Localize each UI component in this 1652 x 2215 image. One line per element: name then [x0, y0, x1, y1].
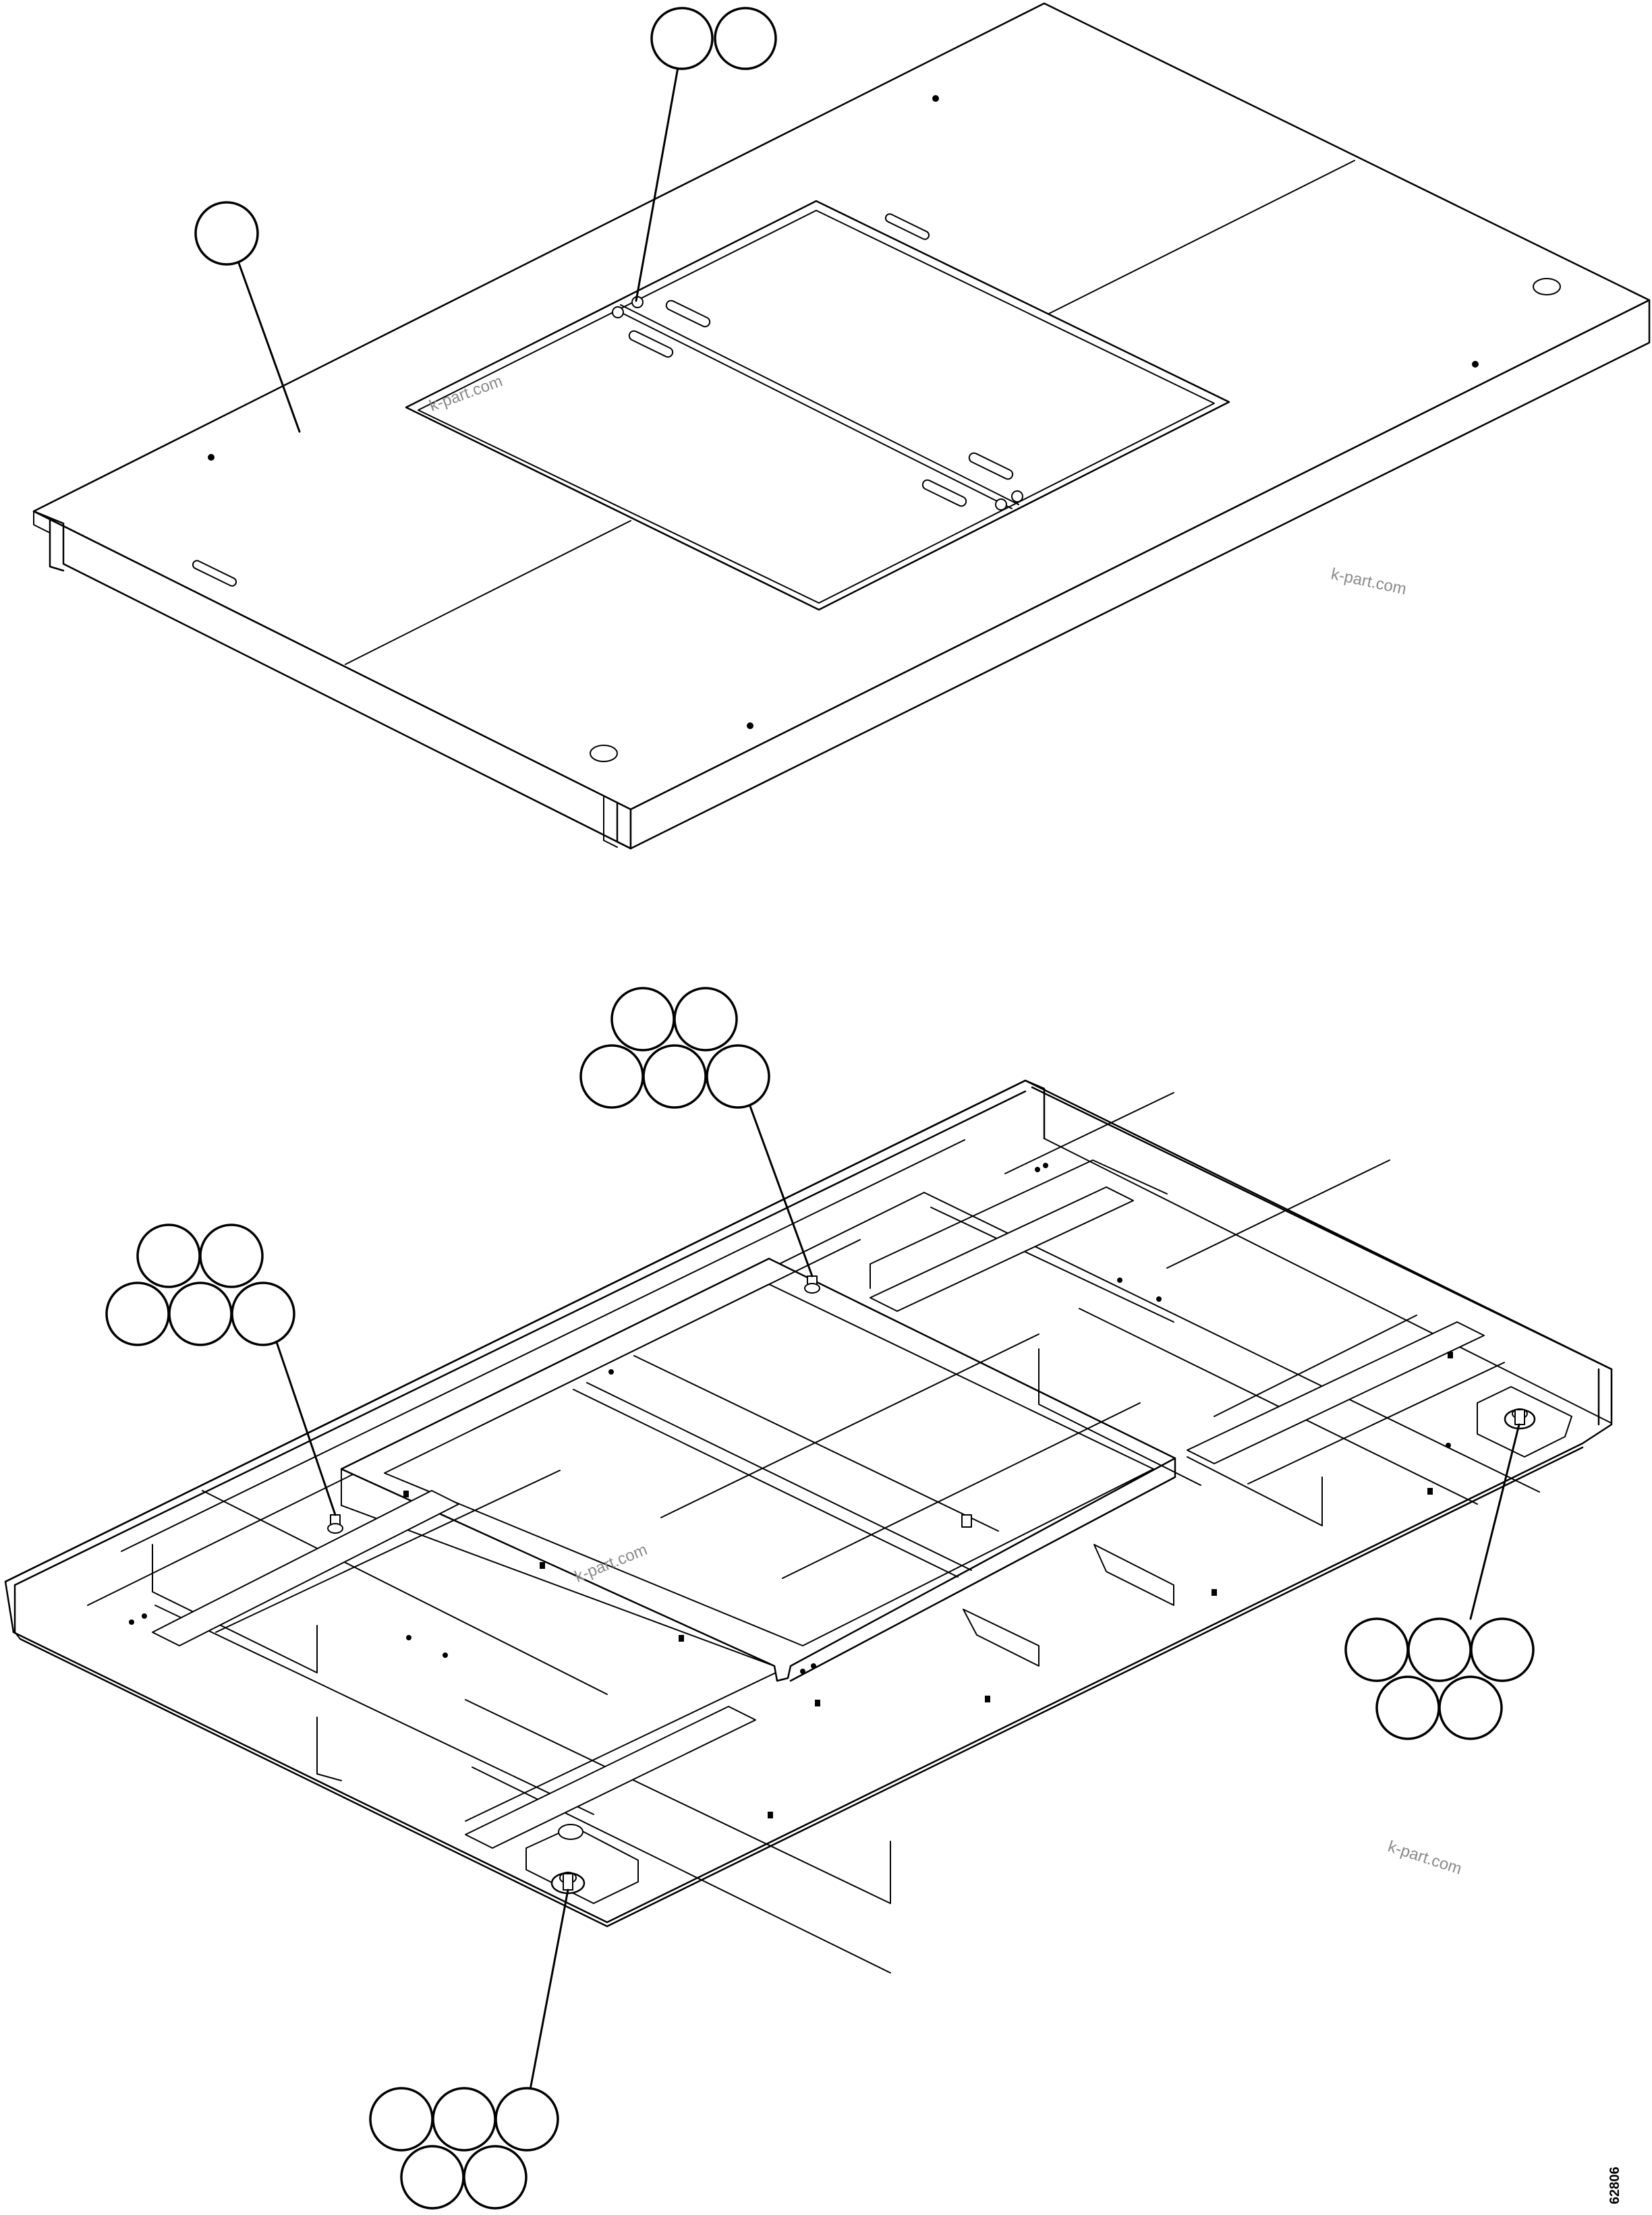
slot-icon [192, 213, 1014, 587]
callout-bracket-bolt-left [105, 1224, 337, 1516]
callout-mount-bottom [369, 1889, 569, 2210]
watermark-text: k-part.com [1386, 1837, 1464, 1878]
fastener-icon [208, 95, 1561, 762]
callout-mount-right [1344, 1423, 1535, 1740]
fastener-icon [129, 1163, 1453, 1818]
channel-bracket [152, 1186, 1485, 1849]
callout-top-cover-panel [635, 7, 777, 302]
callout-top-cover [194, 201, 301, 433]
figure-number: 62806 [1607, 2166, 1622, 2204]
watermark-text: k-part.com [1330, 565, 1408, 598]
callout-bracket-bolt-center [579, 987, 814, 1277]
mount-pad-right [1477, 1386, 1572, 1458]
mount-pad-bottom [525, 1824, 639, 1904]
top-cover-drawing: k-part.com k-part.com [32, 2, 1651, 850]
underside-frame-drawing: k-part.com k-part.com [4, 1079, 1613, 1974]
